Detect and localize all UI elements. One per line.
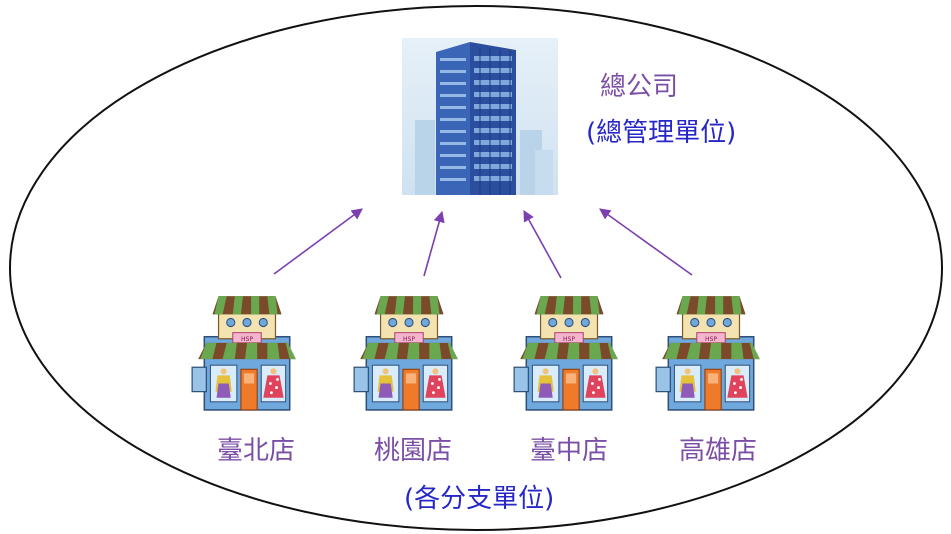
store-label-taoyuan: 桃園店 [373, 436, 452, 466]
store-label-taipei: 臺北店 [216, 436, 295, 466]
store-taichung-icon [513, 295, 619, 411]
hq-title: 總公司 [600, 72, 679, 102]
store-kaohsiung-icon [655, 295, 761, 411]
store-label-kaohsiung: 高雄店 [678, 436, 757, 466]
boundary-ellipse [9, 5, 943, 531]
branches-caption: (各分支單位) [404, 484, 555, 514]
store-label-taichung: 臺中店 [529, 436, 608, 466]
store-taoyuan-icon [353, 295, 459, 411]
headquarters-building-icon [402, 38, 558, 195]
arrow-kaohsiung-to-hq [599, 208, 693, 276]
arrow-taichung-to-hq [523, 210, 562, 279]
store-taipei-icon [191, 295, 297, 411]
arrow-taipei-to-hq [273, 208, 363, 275]
arrow-taoyuan-to-hq [423, 210, 445, 277]
hq-subtitle: (總管理單位) [586, 118, 737, 148]
